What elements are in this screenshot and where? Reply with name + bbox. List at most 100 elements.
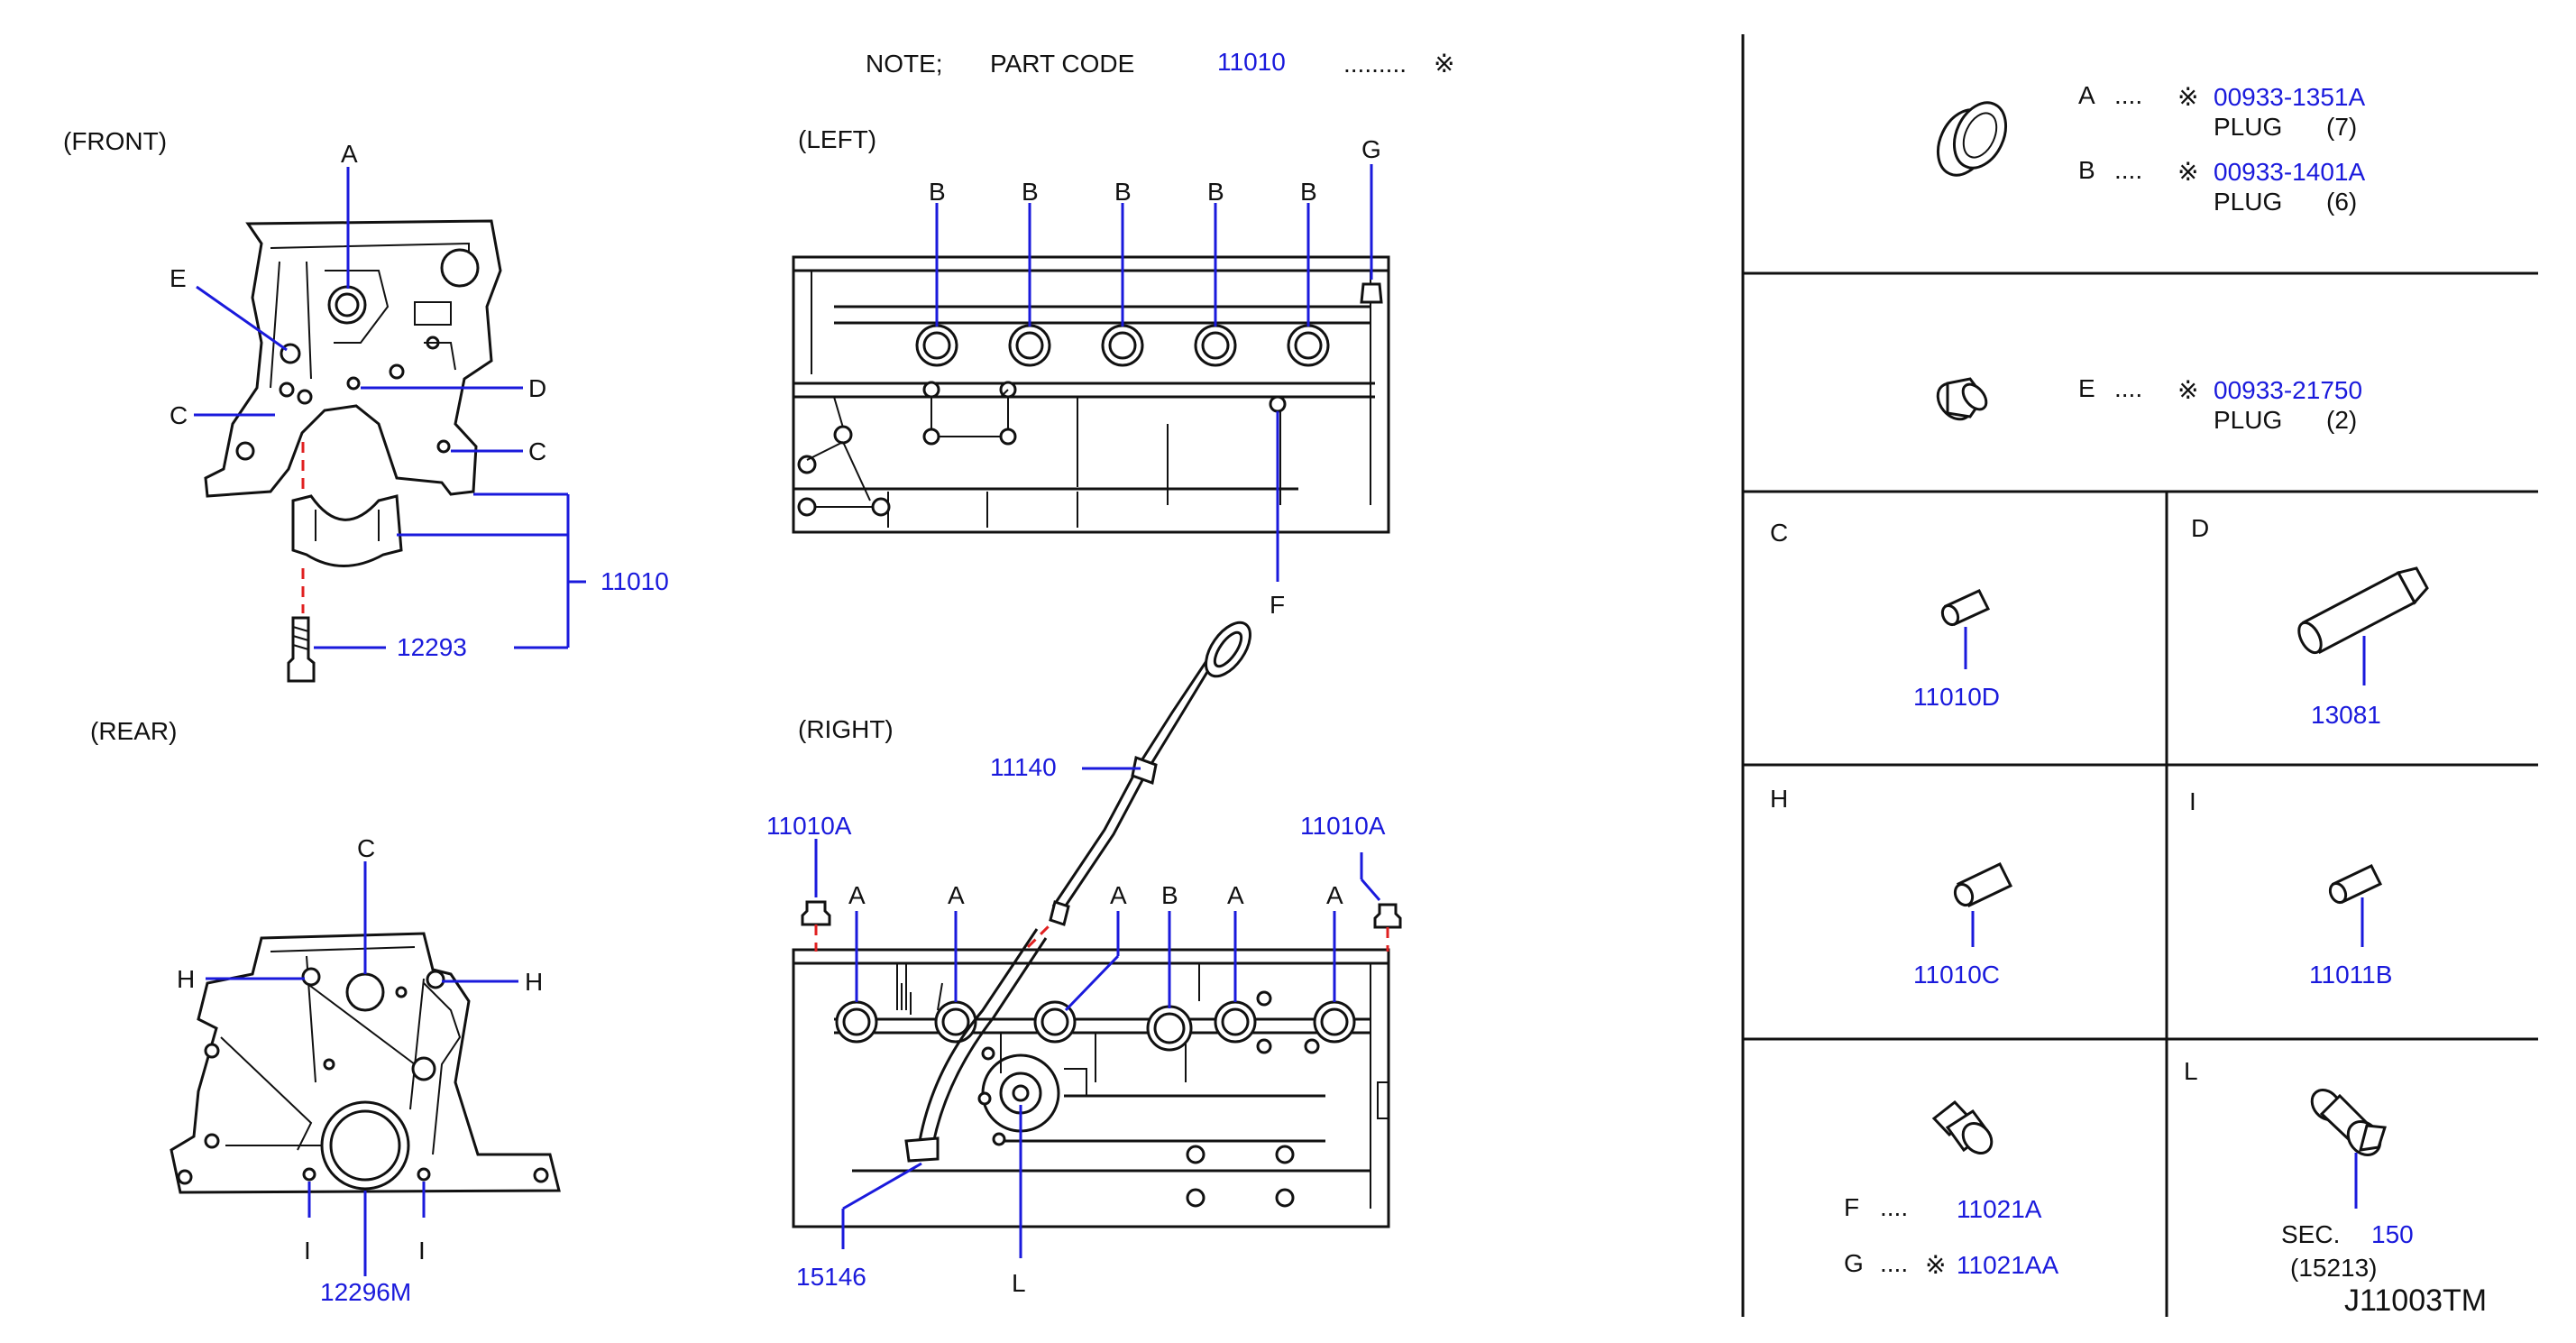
right-view-label: (RIGHT) [798,715,894,743]
part-link-11010d[interactable]: 11010D [1913,683,2000,711]
legend-cell-e: E .... ※ 00933-21750 PLUG (2) [1936,374,2362,434]
front-callout-c-right: C [528,437,546,465]
note-label: NOTE; [866,50,943,78]
front-callout-a: A [341,140,358,168]
part-link-11010a-right[interactable]: 11010A [1300,812,1386,840]
rear-leaders [206,861,518,1276]
left-block-drawing [792,255,1390,534]
part-link-11010c[interactable]: 11010C [1913,961,2000,989]
dowel-c-icon [1940,589,1991,627]
rear-callout-h-left: H [177,965,195,993]
bolt-fg-icon [1931,1099,1994,1154]
note-mark: ※ [1434,50,1454,78]
rear-view-label: (REAR) [90,717,177,745]
legend-e-qty: (2) [2326,406,2357,434]
rear-callout-i-left: I [304,1237,311,1265]
legend-cell-ab: A .... ※ 00933-1351A PLUG (7) B .... ※ 0… [1936,81,2365,216]
rear-callout-i-right: I [418,1237,426,1265]
legend-cell-c: C 11010D [1770,519,2000,711]
front-callout-c-left: C [170,401,188,429]
part-link-12296m[interactable]: 12296M [320,1278,411,1306]
left-callout-f: F [1270,591,1285,619]
left-callout-b2: B [1022,178,1039,206]
note-part-code-label: PART CODE [990,50,1134,78]
legend-b-dots: .... [2114,156,2142,184]
legend-e-dots: .... [2114,374,2142,402]
legend-l-sub: (15213) [2290,1254,2378,1282]
left-view-label: (LEFT) [798,125,876,153]
rear-callout-h-right: H [525,968,543,996]
legend-a-mark: ※ [2177,83,2198,111]
legend-cell-d: D 13081 [2191,514,2429,729]
part-link-sec-150[interactable]: 150 [2371,1220,2414,1248]
sleeve-d-icon [2297,566,2429,655]
right-callout-a4: A [1227,881,1244,909]
left-callout-b4: B [1207,178,1224,206]
rear-block-drawing [170,932,561,1194]
legend-f-dots: .... [1880,1193,1908,1221]
diagram-id: J11003TM [2344,1283,2487,1318]
part-link-00933-1401a[interactable]: 00933-1401A [2214,158,2365,186]
legend-cell-i: I 11011B [2189,787,2392,989]
legend-b-name: PLUG [2214,188,2282,216]
right-callout-l: L [1012,1269,1026,1297]
legend-b-qty: (6) [2326,188,2357,216]
right-callout-a2: A [948,881,965,909]
rear-callout-c: C [357,834,375,862]
legend-g-letter: G [1844,1249,1864,1277]
front-callout-d: D [528,374,546,402]
legend-a-dots: .... [2114,81,2142,109]
legend-l-letter: L [2184,1057,2198,1085]
legend-a-letter: A [2078,81,2095,109]
plug-ab-icon [1936,101,2008,177]
right-callout-b: B [1161,881,1178,909]
dowel-h-icon [1953,862,2013,907]
legend-cell-h: H 11010C [1770,785,2013,989]
part-link-00933-21750[interactable]: 00933-21750 [2214,376,2362,404]
legend-c-letter: C [1770,519,1788,547]
front-view-label: (FRONT) [63,127,167,155]
legend-a-name: PLUG [2214,113,2282,141]
left-leaders [935,164,1373,582]
legend-grid [1741,34,2538,1317]
part-link-11010a-left[interactable]: 11010A [766,812,852,840]
right-callout-a3: A [1110,881,1127,909]
dowel-i-icon [2328,864,2383,905]
part-link-15146[interactable]: 15146 [796,1263,866,1291]
part-link-11021aa[interactable]: 11021AA [1957,1251,2058,1279]
legend-f-letter: F [1844,1193,1859,1221]
legend-e-letter: E [2078,374,2095,402]
legend-h-letter: H [1770,785,1788,813]
right-block-drawing [792,621,1402,1228]
legend-i-letter: I [2189,787,2196,815]
legend-cell-l: L SEC. 150 (15213) [2184,1057,2414,1282]
part-link-00933-1351a[interactable]: 00933-1351A [2214,83,2365,111]
legend-g-mark: ※ [1925,1251,1946,1279]
left-callout-g: G [1361,135,1381,163]
legend-e-name: PLUG [2214,406,2282,434]
valve-l-icon [2310,1089,2387,1156]
plug-e-icon [1936,377,1988,421]
part-link-11021a[interactable]: 11021A [1957,1195,2042,1223]
right-leaders [814,767,1381,1258]
right-callout-a1: A [848,881,866,909]
front-callout-e: E [170,264,187,292]
part-link-11140[interactable]: 11140 [990,753,1057,781]
part-link-11011b[interactable]: 11011B [2309,961,2392,989]
legend-a-qty: (7) [2326,113,2357,141]
part-link-11010[interactable]: 11010 [600,567,669,595]
legend-cell-fg: F .... 11021A G .... ※ 11021AA [1844,1099,2058,1279]
note-header: NOTE; PART CODE 11010 ......... ※ [866,48,1454,78]
right-callout-a5: A [1326,881,1343,909]
part-link-12293[interactable]: 12293 [397,633,467,661]
legend-l-sec-label: SEC. [2281,1220,2340,1248]
legend-b-letter: B [2078,156,2095,184]
part-link-13081[interactable]: 13081 [2311,701,2381,729]
legend-e-mark: ※ [2177,376,2198,404]
left-callout-b1: B [929,178,946,206]
legend-g-dots: .... [1880,1249,1908,1277]
left-callout-b3: B [1114,178,1132,206]
note-part-code[interactable]: 11010 [1217,48,1286,76]
legend-b-mark: ※ [2177,158,2198,186]
